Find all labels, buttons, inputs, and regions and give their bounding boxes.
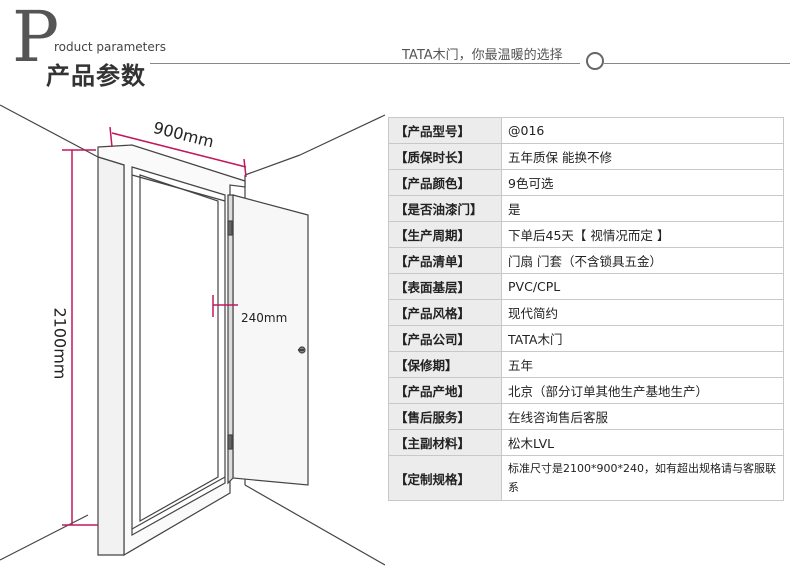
table-row: 【产品公司】TATA木门 xyxy=(388,325,784,352)
spec-value: 在线咨询售后客服 xyxy=(501,403,784,430)
spec-value: 五年 xyxy=(501,351,784,378)
table-row: 【主副材料】松木LVL xyxy=(388,429,784,456)
table-row: 【产品产地】北京（部分订单其他生产基地生产） xyxy=(388,377,784,404)
table-row: 【表面基层】PVC/CPL xyxy=(388,273,784,300)
spec-value: PVC/CPL xyxy=(501,273,784,300)
spec-value: 现代简约 xyxy=(501,299,784,326)
door-leaf xyxy=(232,194,309,486)
spec-value: 下单后45天【 视情况而定 】 xyxy=(501,221,784,248)
spec-label: 【产品型号】 xyxy=(388,117,502,144)
header-slogan: TATA木门，你最温暖的选择 xyxy=(402,48,563,63)
header-divider xyxy=(150,63,580,64)
spec-label: 【质保时长】 xyxy=(388,143,502,170)
spec-value: 松木LVL xyxy=(501,429,784,456)
table-row: 【生产周期】下单后45天【 视情况而定 】 xyxy=(388,221,784,248)
header-logo-letter: P xyxy=(12,0,60,78)
hinge-icon xyxy=(227,220,233,236)
wall-line xyxy=(0,104,99,158)
table-row: 【售后服务】在线咨询售后客服 xyxy=(388,403,784,430)
door-frame-left-jamb xyxy=(97,156,125,556)
spec-value: 五年质保 能换不修 xyxy=(501,143,784,170)
spec-value: 是 xyxy=(501,195,784,222)
spec-label: 【产品清单】 xyxy=(388,247,502,274)
spec-value: 门扇 门套（不含锁具五金） xyxy=(501,247,784,274)
spec-label: 【产品风格】 xyxy=(388,299,502,326)
spec-label: 【表面基层】 xyxy=(388,273,502,300)
wall-line xyxy=(299,114,385,156)
spec-value: 9色可选 xyxy=(501,169,784,196)
spec-value: 北京（部分订单其他生产基地生产） xyxy=(501,377,784,404)
table-row: 【保修期】五年 xyxy=(388,351,784,378)
dim-tick xyxy=(243,158,247,178)
door-opening xyxy=(139,174,219,523)
table-row: 【产品风格】现代简约 xyxy=(388,299,784,326)
dim-label-height: 2100mm xyxy=(50,307,70,380)
wall-line xyxy=(244,154,301,176)
spec-label: 【生产周期】 xyxy=(388,221,502,248)
spec-label: 【产品产地】 xyxy=(388,377,502,404)
table-row: 【产品型号】@016 xyxy=(388,117,784,144)
spec-value: 标准尺寸是2100*900*240，如有超出规格请与客服联系 xyxy=(501,455,784,501)
header-divider-right xyxy=(604,63,790,64)
spec-label: 【产品颜色】 xyxy=(388,169,502,196)
floor-line xyxy=(0,514,89,561)
hinge-icon xyxy=(227,434,233,450)
table-row: 【是否油漆门】是 xyxy=(388,195,784,222)
spec-label: 【产品公司】 xyxy=(388,325,502,352)
spec-label: 【主副材料】 xyxy=(388,429,502,456)
table-row: 【质保时长】五年质保 能换不修 xyxy=(388,143,784,170)
header-subtitle-en: roduct parameters xyxy=(54,40,166,54)
table-row: 【定制规格】标准尺寸是2100*900*240，如有超出规格请与客服联系 xyxy=(388,455,784,501)
spec-label: 【定制规格】 xyxy=(388,455,502,501)
frame-line xyxy=(131,476,226,530)
door-illustration xyxy=(0,104,385,566)
circle-icon xyxy=(586,52,604,70)
floor-line xyxy=(244,484,385,566)
spec-value: @016 xyxy=(501,117,784,144)
spec-label: 【是否油漆门】 xyxy=(388,195,502,222)
dim-label-thickness: 240mm xyxy=(241,311,288,325)
table-row: 【产品清单】门扇 门套（不含锁具五金） xyxy=(388,247,784,274)
spec-value: TATA木门 xyxy=(501,325,784,352)
dim-line-width xyxy=(111,132,247,168)
page-title: 产品参数 xyxy=(46,62,146,90)
table-row: 【产品颜色】9色可选 xyxy=(388,169,784,196)
frame-line xyxy=(131,174,226,202)
spec-label: 【售后服务】 xyxy=(388,403,502,430)
dim-tick xyxy=(109,126,113,148)
spec-table: 【产品型号】@016 【质保时长】五年质保 能换不修 【产品颜色】9色可选 【是… xyxy=(388,117,784,501)
door-leaf-edge xyxy=(227,194,234,485)
spec-label: 【保修期】 xyxy=(388,351,502,378)
